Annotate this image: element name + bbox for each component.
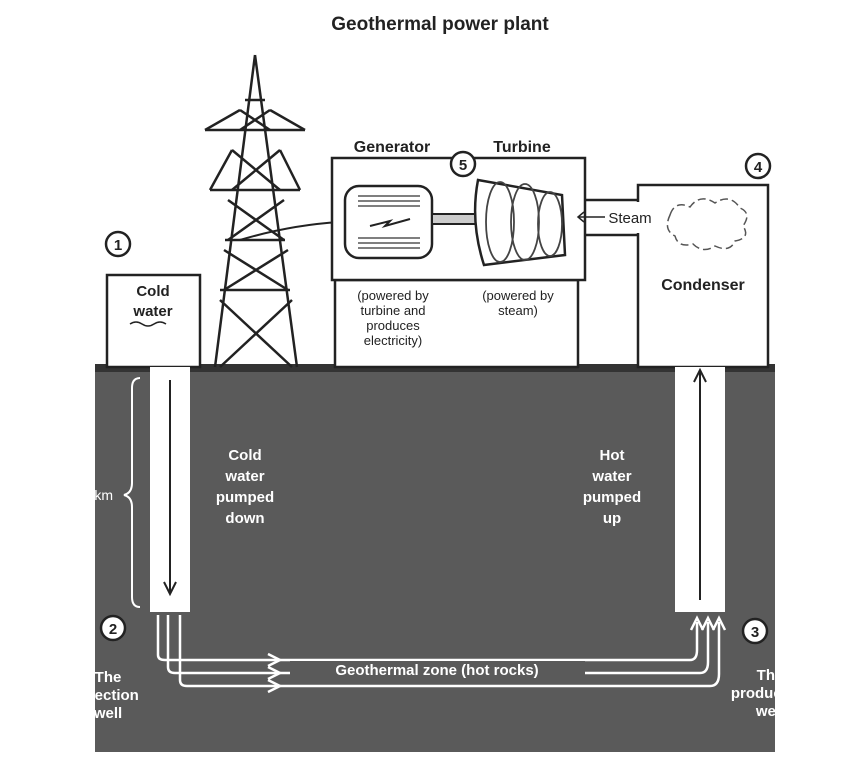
generator-note: electricity) <box>364 333 423 348</box>
zone-label-bg <box>290 661 585 679</box>
generator-note: produces <box>366 318 420 333</box>
turbine-blades <box>485 181 563 263</box>
step-number: 1 <box>114 237 122 254</box>
shaft <box>431 213 478 225</box>
depth-label: 4.5 km <box>71 487 113 503</box>
pipe-opening <box>634 202 642 233</box>
production-well-label: well <box>755 703 784 720</box>
hot-water-pumped-label: pumped <box>583 489 641 506</box>
generator-label: Generator <box>354 139 430 156</box>
hot-water-pumped-label: water <box>591 468 631 485</box>
pylon-icon <box>204 54 306 368</box>
step-5-marker <box>449 150 477 178</box>
depth-brace <box>123 377 141 608</box>
injection-well-label: injection <box>77 687 139 704</box>
steam-pipe <box>585 198 638 237</box>
condenser-box <box>636 183 770 369</box>
condenser-label: Condenser <box>661 277 745 294</box>
lightning-icon <box>369 218 411 228</box>
generator-note: (powered by <box>357 288 429 303</box>
step-number: 2 <box>109 621 117 638</box>
cold-water-pumped-label: pumped <box>216 489 274 506</box>
generator-note: turbine and <box>360 303 425 318</box>
cold-water-label: water <box>132 303 172 320</box>
injection-well-label: The <box>95 669 122 686</box>
step-3-marker <box>741 617 769 645</box>
generator-lines <box>358 195 420 249</box>
step-number: 5 <box>459 157 467 174</box>
turbine-note: (powered by <box>482 288 554 303</box>
cold-water-pumped-label: water <box>224 468 264 485</box>
hot-water-pumped-label: up <box>603 510 621 527</box>
cold-water-label: Cold <box>136 283 169 300</box>
injection-well-label: well <box>93 705 122 722</box>
cold-water-pumped-label: down <box>225 510 264 527</box>
step-2-marker <box>99 614 127 642</box>
step-4-marker <box>744 152 772 180</box>
water-wave-icon <box>129 321 167 327</box>
production-well-label: The <box>757 667 784 684</box>
plant-building-lower <box>333 278 580 369</box>
step-number: 4 <box>754 159 763 176</box>
turbine-label: Turbine <box>493 139 551 156</box>
step-number: 3 <box>751 624 759 641</box>
diagram-title: Geothermal power plant <box>331 14 549 35</box>
cold-water-pumped-label: Cold <box>228 447 261 464</box>
geothermal-zone-label: Geothermal zone (hot rocks) <box>335 662 538 679</box>
up-arrow-icon <box>693 367 707 600</box>
hot-water-pumped-label: Hot <box>600 447 625 464</box>
step-1-marker <box>104 230 132 258</box>
ground <box>95 367 775 752</box>
turbine-note: steam) <box>498 303 538 318</box>
production-well-label: production <box>731 685 809 702</box>
power-cable <box>239 221 341 241</box>
steam-cloud-icon <box>666 198 748 251</box>
down-arrow-icon <box>163 380 177 597</box>
steam-arrow-icon <box>576 211 605 223</box>
steam-label: Steam <box>608 210 651 227</box>
